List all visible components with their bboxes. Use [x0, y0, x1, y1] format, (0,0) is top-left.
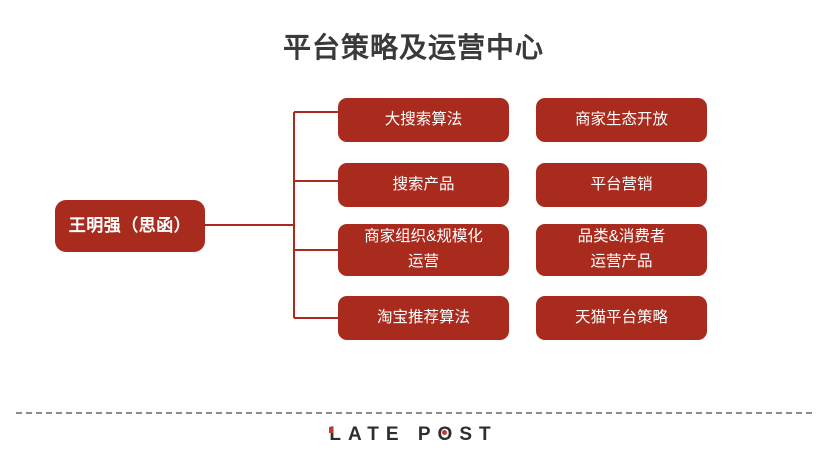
- org-node-a4-label: 淘宝推荐算法: [376, 308, 470, 326]
- org-node-b4-label: 天猫平台策略: [574, 308, 668, 326]
- org-node-b3[interactable]: 品类&消费者 运营产品: [536, 224, 707, 276]
- org-node-b2-label: 平台营销: [590, 175, 653, 193]
- org-node-a2[interactable]: 搜索产品: [338, 163, 509, 207]
- footer-logo-letters-st: ST: [459, 424, 498, 445]
- org-node-b3-label: 品类&消费者 运营产品: [577, 228, 666, 270]
- org-node-a2-label: 搜索产品: [392, 175, 455, 193]
- org-node-b2[interactable]: 平台营销: [536, 163, 707, 207]
- page-title: 平台策略及运营中心: [282, 32, 544, 63]
- footer-divider: [16, 412, 812, 414]
- footer-logo-letters-ate: ATE: [347, 424, 406, 445]
- org-node-b1[interactable]: 商家生态开放: [536, 98, 707, 142]
- footer-logo-letter-p: P: [417, 424, 438, 445]
- org-node-a3[interactable]: 商家组织&规模化 运营: [338, 224, 509, 276]
- footer-logo: LATE POST: [0, 424, 827, 446]
- org-node-a1[interactable]: 大搜索算法: [338, 98, 509, 142]
- org-node-root-label: 王明强（思函）: [68, 215, 192, 235]
- footer-logo-letter-l: L: [329, 424, 348, 445]
- footer-logo-space: [406, 424, 418, 445]
- org-node-a4[interactable]: 淘宝推荐算法: [338, 296, 509, 340]
- footer-logo-letter-o: O: [437, 424, 460, 445]
- org-node-a1-label: 大搜索算法: [384, 110, 463, 128]
- org-node-b1-label: 商家生态开放: [574, 110, 668, 128]
- org-node-a3-label: 商家组织&规模化 运营: [364, 228, 483, 270]
- org-node-b4[interactable]: 天猫平台策略: [536, 296, 707, 340]
- org-node-root[interactable]: 王明强（思函）: [55, 200, 205, 252]
